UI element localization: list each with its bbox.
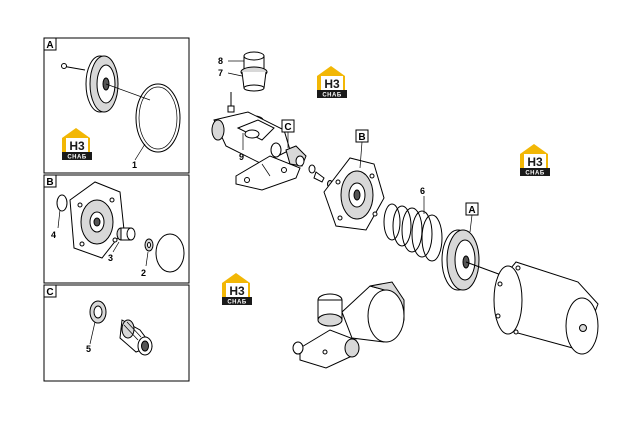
valve-housing: [211, 111, 301, 191]
cylinder-body: [493, 261, 599, 355]
assembled-unit: [292, 281, 405, 369]
cover-flange: [69, 181, 125, 259]
svg-text:CHAБ: CHAБ: [525, 171, 544, 177]
svg-text:CHAБ: CHAБ: [227, 300, 246, 306]
svg-text:H3: H3: [527, 155, 543, 169]
svg-text:C: C: [284, 122, 291, 133]
svg-text:B: B: [358, 132, 365, 143]
flange-cover-b: [323, 157, 385, 231]
threaded-nozzle: [119, 319, 153, 356]
piston-assembly: [61, 55, 151, 113]
panel-c-tag: C: [46, 287, 53, 298]
filter-cap: [240, 51, 268, 92]
brand-logo: H3 CHAБ: [222, 273, 252, 306]
part-label-6: 6: [420, 186, 425, 196]
part-label-7: 7: [218, 68, 223, 78]
inset-panel-a: A 1 H3 CHAБ: [43, 37, 190, 174]
part-label-9: 9: [239, 152, 244, 162]
svg-text:H3: H3: [69, 139, 85, 153]
return-spring: [383, 203, 443, 262]
nozzle-nut: [285, 145, 307, 167]
inset-panel-b: B 4 3 2: [43, 174, 190, 284]
svg-text:H3: H3: [229, 284, 245, 298]
seal-ring-1: [135, 83, 181, 153]
panel-b-tag: B: [46, 177, 53, 188]
bushing-3: [116, 227, 136, 241]
part-label-3: 3: [108, 253, 113, 263]
part-label-1: 1: [132, 160, 137, 170]
svg-text:CHAБ: CHAБ: [67, 155, 86, 161]
svg-text:CHAБ: CHAБ: [322, 93, 341, 99]
part-label-8: 8: [218, 56, 223, 66]
piston-main: [441, 229, 505, 291]
brand-logo: H3 CHAБ: [520, 144, 550, 177]
part-label-5: 5: [86, 344, 91, 354]
inset-panel-c: C 5: [43, 284, 190, 382]
panel-a-tag: A: [46, 40, 53, 51]
part-label-4: 4: [51, 230, 56, 240]
svg-text:H3: H3: [324, 77, 340, 91]
part-label-2: 2: [141, 268, 146, 278]
svg-text:A: A: [468, 205, 475, 216]
brand-logo: H3 CHAБ: [317, 66, 347, 99]
brand-logo: H3 CHAБ: [62, 128, 92, 161]
